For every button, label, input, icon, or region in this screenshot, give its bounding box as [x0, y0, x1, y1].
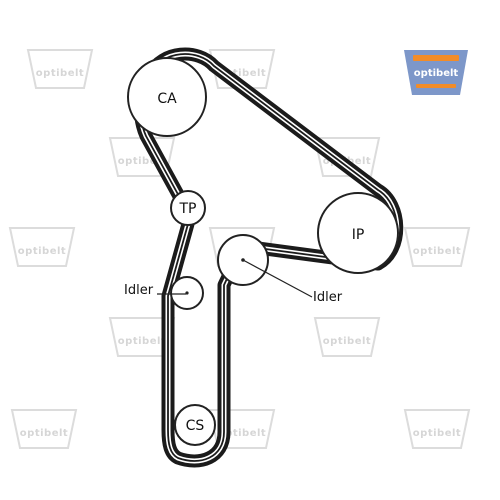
watermark-text: optibelt	[118, 156, 166, 167]
pulley-label-cs: CS	[186, 418, 205, 434]
watermark-logo: optibelt	[403, 227, 471, 267]
optibelt-logo: optibelt	[404, 50, 468, 95]
watermark-logo: optibelt	[403, 409, 471, 449]
pulley-label-tp: TP	[179, 201, 197, 217]
watermark-text: optibelt	[218, 428, 266, 439]
watermark-logo: optibelt	[208, 49, 276, 89]
logo-bottombar	[416, 84, 456, 88]
idler-left-callout: Idler	[124, 283, 186, 298]
pulley-cs: CS	[174, 404, 216, 446]
watermark-text: optibelt	[413, 428, 461, 439]
watermark-text: optibelt	[323, 336, 371, 347]
logo-badge	[404, 50, 468, 95]
pulley-label-ip: IP	[352, 227, 365, 243]
idler-right-label: Idler	[313, 290, 343, 305]
watermark-logo: optibelt	[208, 409, 276, 449]
pulley-ca: CA	[127, 57, 207, 137]
logo-topbar	[413, 55, 459, 61]
watermark-text: optibelt	[413, 246, 461, 257]
logo-text: optibelt	[414, 68, 459, 79]
idler-right-callout: Idler	[242, 259, 343, 305]
pulley-label-ca: CA	[157, 91, 177, 107]
idler-left-label: Idler	[124, 283, 154, 298]
watermark-text: optibelt	[218, 68, 266, 79]
pulley-tp: TP	[170, 190, 206, 226]
watermark-logo: optibelt	[8, 227, 76, 267]
watermark-logo: optibelt	[26, 49, 94, 89]
pulley-idler-left	[170, 276, 204, 310]
watermark-text: optibelt	[36, 68, 84, 79]
watermark-text: optibelt	[118, 336, 166, 347]
watermark-text: optibelt	[18, 246, 66, 257]
watermark-logo: optibelt	[10, 409, 78, 449]
watermark-text: optibelt	[20, 428, 68, 439]
pulley-ip: IP	[317, 192, 399, 274]
watermark-logo: optibelt	[313, 317, 381, 357]
